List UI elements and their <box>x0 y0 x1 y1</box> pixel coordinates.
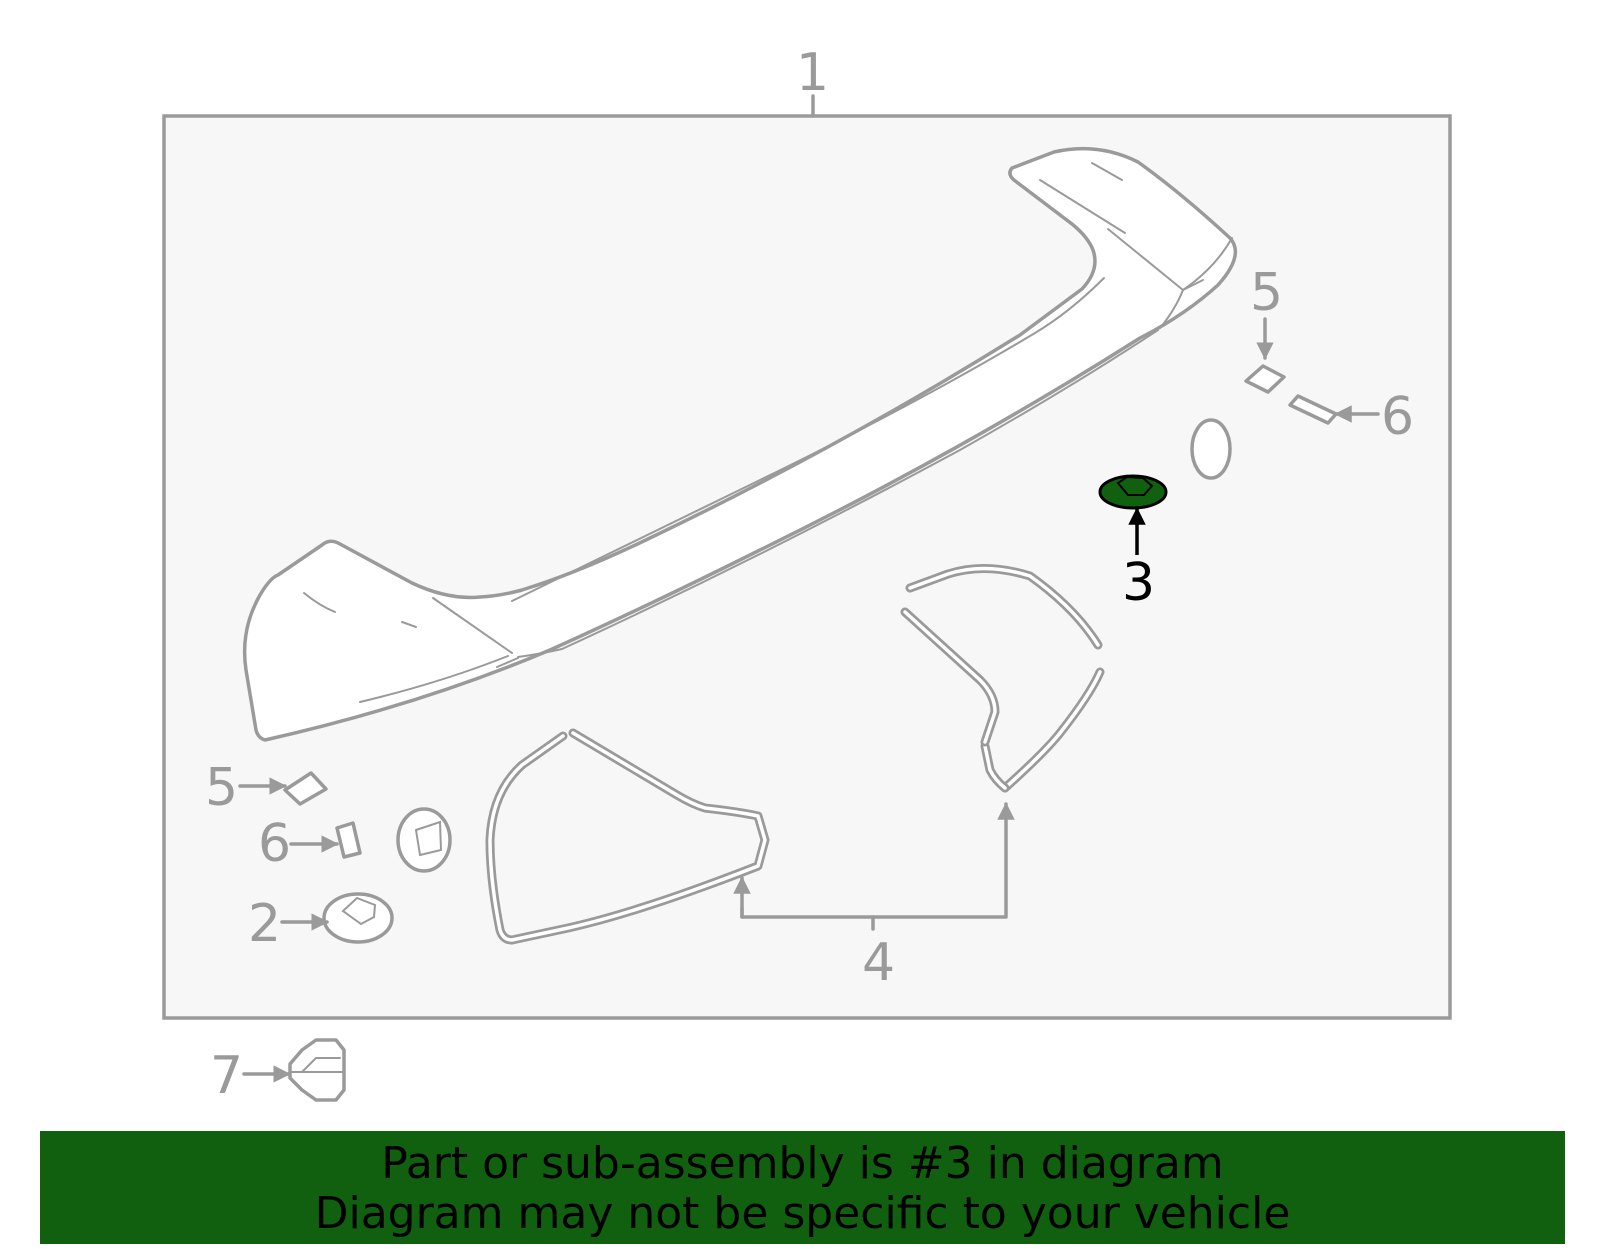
callout-5-right: 5 <box>1250 263 1283 323</box>
clip-part-5-right[interactable] <box>1244 364 1286 394</box>
grommet-part-2-right[interactable] <box>1190 418 1232 480</box>
nut-part-7[interactable] <box>288 1038 346 1102</box>
callout-4-leader <box>733 802 1015 931</box>
info-banner: Part or sub-assembly is #3 in diagram Di… <box>40 1131 1565 1244</box>
rear-spoiler-part-1[interactable] <box>242 146 1238 742</box>
banner-line-1: Part or sub-assembly is #3 in diagram <box>381 1138 1224 1189</box>
seal-part-4-left[interactable] <box>485 728 770 945</box>
callout-7: 7 <box>210 1046 243 1106</box>
clip-part-5-left[interactable] <box>283 771 328 806</box>
callout-6-left: 6 <box>258 814 291 874</box>
callout-3: 3 <box>1122 553 1155 613</box>
seal-part-4-right[interactable] <box>900 564 1105 793</box>
callout-4: 4 <box>862 933 895 993</box>
nut-part-2[interactable] <box>322 892 394 944</box>
callout-1: 1 <box>796 43 829 103</box>
callout-2: 2 <box>248 894 281 954</box>
callout-5-left: 5 <box>205 758 238 818</box>
banner-line-2: Diagram may not be specific to your vehi… <box>314 1188 1291 1239</box>
clip-part-6-left[interactable] <box>335 821 362 859</box>
callout-6-right: 6 <box>1381 387 1414 447</box>
highlighted-part-3[interactable] <box>1098 474 1168 510</box>
grommet-part-left[interactable] <box>396 807 452 873</box>
